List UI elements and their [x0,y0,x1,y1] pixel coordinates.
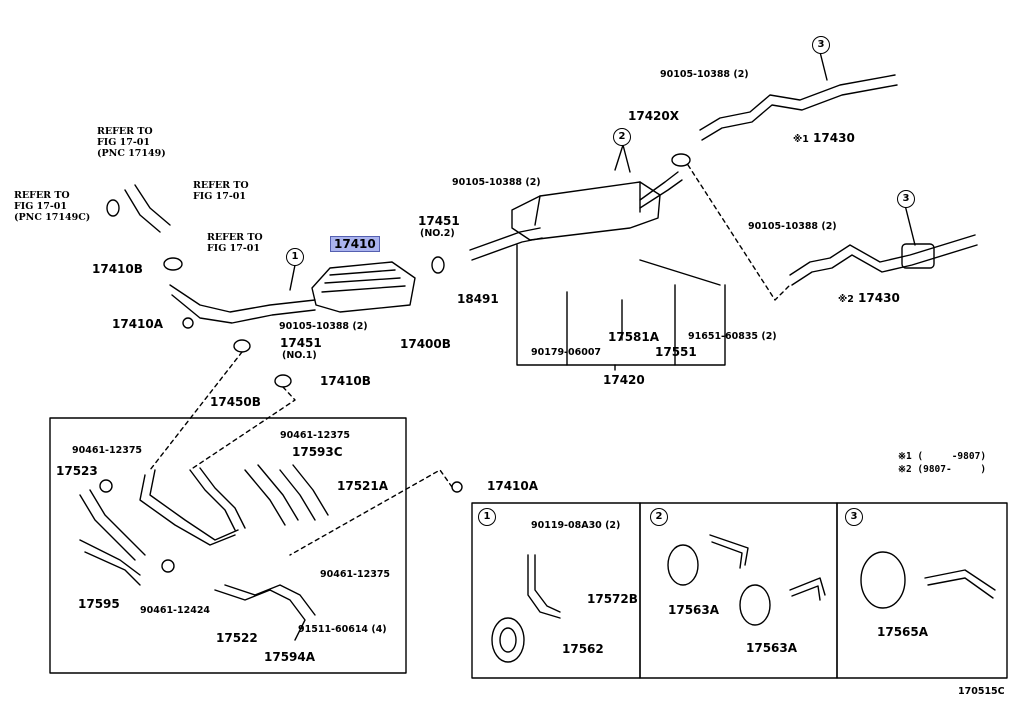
part-label-17430-2[interactable]: ※2 17430 [838,291,900,306]
variant-note-1: ※1 ( -9807) [898,451,987,462]
part-number-17430-2[interactable]: 17430 [858,291,900,305]
part-label-17523[interactable]: 17523 [56,464,98,478]
part-label-90461-b[interactable]: 90461-12375 [280,430,351,441]
part-label-17430-1[interactable]: ※1 17430 [793,131,855,146]
highlighted-part-number[interactable]: 17410 [330,236,380,252]
refer-note-2[interactable]: REFER TO FIG 17-01 (PNC 17149C) [14,190,91,223]
part-label-17451-no2-sub: (NO.2) [420,228,455,239]
part-label-90179[interactable]: 90179-06007 [531,347,602,358]
refer-note-4[interactable]: REFER TO FIG 17-01 [207,232,263,254]
detail-box-2-num: 2 [650,508,668,526]
callout-3: 3 [812,36,830,54]
center-pipe [469,227,541,251]
part-label-17562[interactable]: 17562 [562,642,604,656]
part-label-17595[interactable]: 17595 [78,597,120,611]
part-label-17400b[interactable]: 17400B [400,337,451,351]
figure-id: 170515C [958,686,1005,697]
callout-3b: 3 [897,190,915,208]
part-label-18491[interactable]: 18491 [457,292,499,306]
part-label-90105-muffler[interactable]: 90105-10388 (2) [452,177,541,188]
part-label-90105-cat[interactable]: 90105-10388 (2) [279,321,368,332]
part-label-17521a[interactable]: 17521A [337,479,389,493]
part-label-17565a[interactable]: 17565A [877,625,929,639]
part-label-17410b-mid[interactable]: 17410B [320,374,371,388]
front-pipe [169,284,316,313]
part-label-91511[interactable]: 91511-60614 (4) [298,624,387,635]
part-label-17410a-mid[interactable]: 17410A [487,479,539,493]
part-label-17410[interactable]: 17410 [330,236,380,252]
detail-box-1-num: 1 [478,508,496,526]
part-label-91651[interactable]: 91651-60835 (2) [688,331,777,342]
part-label-90461-12424[interactable]: 90461-12424 [140,605,211,616]
part-label-17451-no2[interactable]: 17451 [418,214,460,228]
part-label-17522[interactable]: 17522 [216,631,258,645]
variant-mark-2: ※2 [838,294,854,305]
part-label-17420x[interactable]: 17420X [628,109,679,123]
part-label-17572b[interactable]: 17572B [587,592,638,606]
part-label-17410b[interactable]: 17410B [92,262,143,276]
part-label-90105-tail[interactable]: 90105-10388 (2) [660,69,749,80]
callout-1: 1 [286,248,304,266]
catalytic-converter [311,261,416,313]
tail-pipe-1 [699,74,896,131]
detail-box-3-num: 3 [845,508,863,526]
part-label-90461-c[interactable]: 90461-12375 [320,569,391,580]
part-number-17430-1[interactable]: 17430 [813,131,855,145]
part-label-17410a[interactable]: 17410A [112,317,164,331]
variant-note-2: ※2 (9807- ) [898,464,987,475]
part-label-17581a[interactable]: 17581A [608,330,660,344]
part-label-90105-tail2[interactable]: 90105-10388 (2) [748,221,837,232]
part-label-17593c[interactable]: 17593C [292,445,343,459]
part-label-17420[interactable]: 17420 [603,373,645,387]
part-label-17451-no1-sub: (NO.1) [282,350,317,361]
part-label-17563a-1[interactable]: 17563A [668,603,720,617]
callout-2: 2 [613,128,631,146]
part-label-17450b[interactable]: 17450B [210,395,261,409]
part-label-90119[interactable]: 90119-08A30 (2) [531,520,621,531]
part-label-17451-no1[interactable]: 17451 [280,336,322,350]
refer-note-3[interactable]: REFER TO FIG 17-01 [193,180,249,202]
part-label-17563a-2[interactable]: 17563A [746,641,798,655]
box-17450b [49,417,407,674]
part-label-90461-a[interactable]: 90461-12375 [72,445,143,456]
part-label-17594a[interactable]: 17594A [264,650,316,664]
tail-pipe-2 [789,234,976,276]
refer-note-1[interactable]: REFER TO FIG 17-01 (PNC 17149) [97,126,166,159]
muffler [511,181,661,241]
variant-mark-1: ※1 [793,134,809,145]
detail-box-3 [836,502,1008,679]
part-label-17551[interactable]: 17551 [655,345,697,359]
